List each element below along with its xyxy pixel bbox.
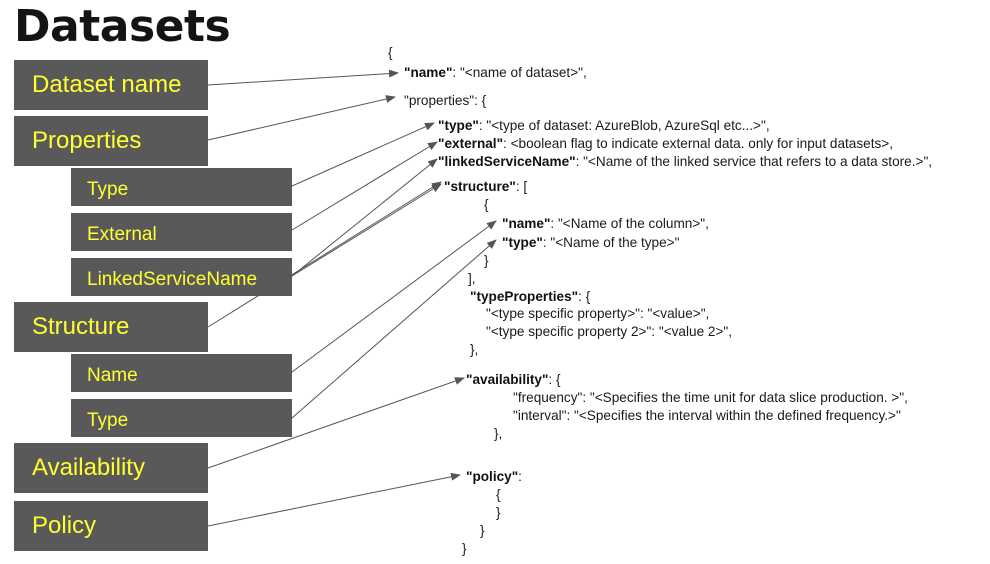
json-avail-close: }, [494, 426, 503, 441]
label-availability: Availability [14, 443, 208, 493]
json-open-brace: { [388, 45, 393, 60]
page-title: Datasets [14, 1, 231, 52]
json-struct-close: } [484, 253, 489, 268]
label-policy: Policy [14, 501, 208, 551]
label-dataset-name: Dataset name [14, 60, 208, 110]
json-line-col-type: "type": "<Name of the type>" [502, 235, 680, 250]
label-properties: Properties [14, 116, 208, 166]
json-line-availability: "availability": { [466, 372, 561, 387]
label-structure: Structure [14, 302, 208, 352]
arrow-structure-2 [291, 183, 442, 277]
json-line-external: "external": <boolean flag to indicate ex… [438, 136, 893, 151]
json-line-frequency: "frequency": "<Specifies the time unit f… [513, 390, 908, 405]
json-root-close: } [462, 541, 467, 556]
json-policy-open: { [496, 487, 501, 502]
json-line-typeproperties: "typeProperties": { [470, 289, 591, 304]
json-line-name: "name": "<name of dataset>", [404, 65, 587, 80]
json-line-col-name: "name": "<Name of the column>", [502, 216, 709, 231]
json-line-linked-service: "linkedServiceName": "<Name of the linke… [438, 154, 933, 169]
arrow-policy [207, 472, 461, 527]
arrow-linked-service-name [291, 158, 438, 277]
arrow-name [291, 220, 497, 373]
json-line-structure: "structure": [ [444, 179, 528, 194]
label-name: Name [71, 354, 292, 392]
arrow-availability [207, 377, 465, 469]
arrow-structure [207, 181, 442, 328]
arrow-type [291, 122, 435, 187]
json-line-tp2: "<type specific property 2>": "<value 2>… [486, 324, 733, 339]
json-array-close: ], [468, 271, 476, 286]
arrow-external [291, 141, 438, 231]
json-line-interval: "interval": "<Specifies the interval wit… [513, 408, 901, 423]
label-type: Type [71, 168, 292, 206]
json-tp-close: }, [470, 342, 479, 357]
arrow-dataset-name [207, 69, 399, 86]
json-line-type: "type": "<type of dataset: AzureBlob, Az… [438, 118, 770, 133]
json-line-policy: "policy": [466, 469, 522, 484]
label-type-2: Type [71, 399, 292, 437]
arrow-type-2 [291, 239, 497, 419]
json-line-tp1: "<type specific property>": "<value>", [486, 306, 710, 321]
json-struct-open: { [484, 197, 489, 212]
json-line-properties: "properties": { [404, 93, 487, 108]
label-linked-service-name: LinkedServiceName [71, 258, 292, 296]
label-external: External [71, 213, 292, 251]
json-props-close: } [480, 523, 485, 538]
arrow-properties [207, 95, 396, 141]
json-policy-close: } [496, 505, 501, 520]
